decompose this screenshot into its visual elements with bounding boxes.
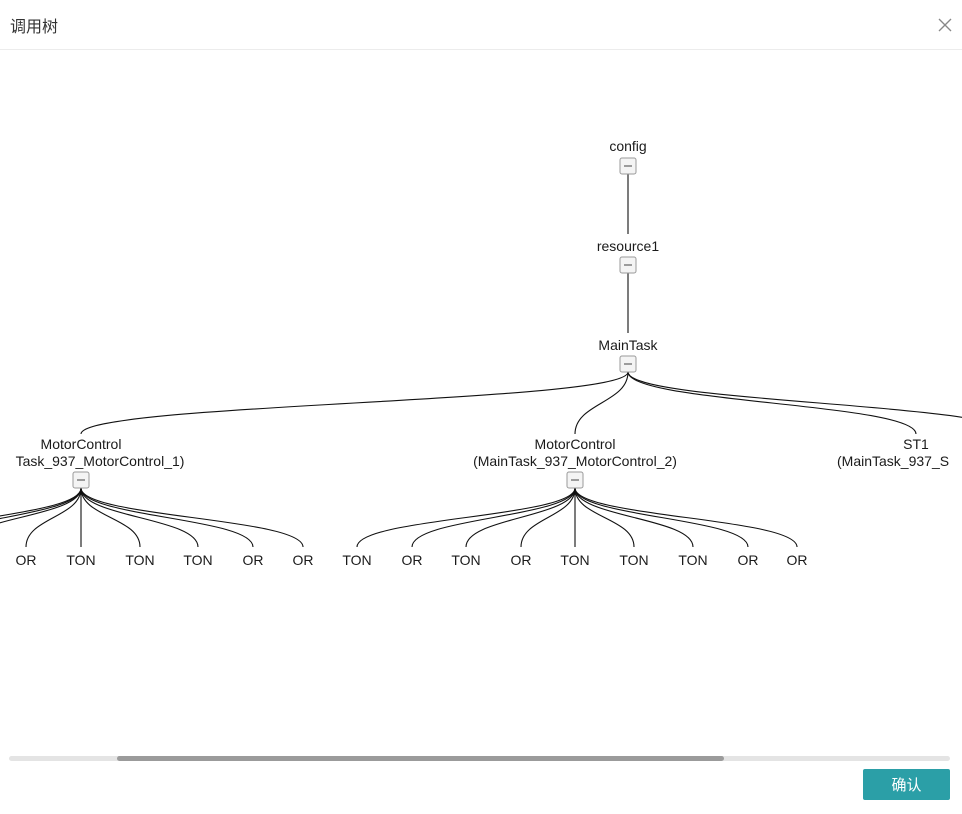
node-resource1-label[interactable]: resource1 <box>597 238 659 254</box>
link-maintask-offscreen <box>627 371 962 418</box>
close-icon[interactable] <box>934 14 956 36</box>
confirm-button[interactable]: 确认 <box>863 769 950 800</box>
leaf-node-mc2-5[interactable]: TON <box>619 552 648 568</box>
link-mc1-leaf-3 <box>80 487 199 548</box>
scrollbar-thumb[interactable] <box>117 756 724 761</box>
leaf-node-mc2-0[interactable]: TON <box>342 552 371 568</box>
leaf-node-mc1-4[interactable]: OR <box>243 552 264 568</box>
leaf-node-mc1-2[interactable]: TON <box>125 552 154 568</box>
node-config-label[interactable]: config <box>609 138 646 154</box>
node-maintask-label[interactable]: MainTask <box>598 337 658 353</box>
link-mc2-leaf-8 <box>574 487 798 548</box>
link-mc2-leaf-5 <box>574 487 635 548</box>
link-mc2-leaf-0 <box>356 487 576 548</box>
link-mc2-leaf-7 <box>574 487 749 548</box>
link-maintask-motorcontrol-1 <box>80 371 629 435</box>
dialog-title: 调用树 <box>10 17 59 36</box>
link-mc1-offscreen-2 <box>0 487 82 517</box>
leaf-node-mc2-2[interactable]: TON <box>451 552 480 568</box>
tree-links <box>0 174 962 548</box>
node-motorcontrol-2-label[interactable]: MotorControl <box>535 436 616 452</box>
leaf-node-mc2-4[interactable]: TON <box>560 552 589 568</box>
dialog-header: 调用树 <box>0 0 962 50</box>
link-mc1-leaf-0 <box>25 487 82 548</box>
leaf-nodes: OR TON TON TON OR OR TON OR TON OR TON TON TON OR OR <box>16 552 808 568</box>
link-mc1-offscreen-0 <box>0 487 82 524</box>
link-mc2-leaf-6 <box>574 487 694 548</box>
node-motorcontrol-2-sublabel[interactable]: (MainTask_937_MotorControl_2) <box>473 453 677 469</box>
link-maintask-motorcontrol-2 <box>574 371 629 435</box>
link-mc2-leaf-2 <box>465 487 576 548</box>
leaf-node-mc1-5[interactable]: OR <box>293 552 314 568</box>
link-mc2-leaf-3 <box>520 487 576 548</box>
node-resource1-toggle[interactable] <box>619 256 637 274</box>
link-mc1-leaf-5 <box>80 487 304 548</box>
horizontal-scrollbar[interactable] <box>9 756 950 761</box>
node-st1-sublabel[interactable]: (MainTask_937_S <box>837 453 949 469</box>
link-mc1-offscreen-1 <box>0 487 82 520</box>
link-maintask-st1 <box>627 371 917 435</box>
link-mc1-leaf-4 <box>80 487 254 548</box>
leaf-node-mc2-6[interactable]: TON <box>678 552 707 568</box>
link-mc1-leaf-2 <box>80 487 141 548</box>
tree-svg[interactable]: config resource1 MainTask MotorControl T… <box>0 51 962 751</box>
leaf-node-mc2-7[interactable]: OR <box>738 552 759 568</box>
node-motorcontrol-2-toggle[interactable] <box>566 471 584 489</box>
leaf-node-mc2-3[interactable]: OR <box>511 552 532 568</box>
link-mc2-leaf-1 <box>411 487 576 548</box>
node-motorcontrol-1-label[interactable]: MotorControl <box>41 436 122 452</box>
node-config-toggle[interactable] <box>619 157 637 175</box>
tree-canvas[interactable]: config resource1 MainTask MotorControl T… <box>0 51 962 751</box>
leaf-node-mc2-8[interactable]: OR <box>787 552 808 568</box>
leaf-node-mc1-3[interactable]: TON <box>183 552 212 568</box>
node-maintask-toggle[interactable] <box>619 355 637 373</box>
leaf-node-mc2-1[interactable]: OR <box>402 552 423 568</box>
node-motorcontrol-1-sublabel[interactable]: Task_937_MotorControl_1) <box>16 453 185 469</box>
leaf-node-mc1-0[interactable]: OR <box>16 552 37 568</box>
node-motorcontrol-1-toggle[interactable] <box>72 471 90 489</box>
leaf-node-mc1-1[interactable]: TON <box>66 552 95 568</box>
node-st1-label[interactable]: ST1 <box>903 436 929 452</box>
